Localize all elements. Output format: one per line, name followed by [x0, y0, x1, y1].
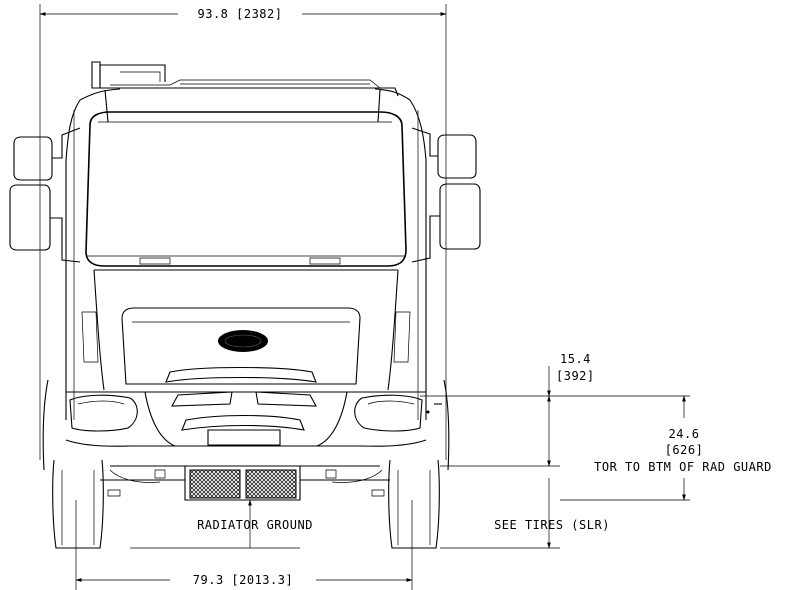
radiator-guard [184, 466, 301, 501]
track-width-label: 79.3 [2013.3] [193, 573, 293, 587]
windshield [85, 111, 407, 267]
rad-guard-mm: [626] [665, 443, 704, 457]
truck-outline [9, 61, 481, 549]
brand-emblem [218, 330, 268, 352]
rad-guard-label: TOR TO BTM OF RAD GUARD [594, 460, 772, 474]
grille-surround [121, 307, 361, 385]
see-tires-label: SEE TIRES (SLR) [494, 518, 610, 532]
mirror-right-lower [439, 183, 481, 250]
license-plate-frame [207, 429, 281, 446]
track-width-dimension: 79.3 [2013.3] [75, 500, 413, 590]
bumper-clearance-mm: [392] [556, 369, 595, 383]
rad-guard-in: 24.6 [669, 427, 700, 441]
headlamp-right [354, 394, 423, 432]
headlamp-left [69, 394, 138, 432]
mirror-right-upper [437, 134, 477, 179]
tire-left [52, 459, 104, 549]
mirror-left-upper [13, 136, 53, 181]
see-tires-note: SEE TIRES (SLR) [494, 518, 610, 532]
roof-light-housing [99, 64, 166, 85]
tire-right [388, 459, 440, 549]
radiator-ground-label: RADIATOR GROUND [197, 518, 313, 532]
rad-guard-dimension: 24.6 [626] TOR TO BTM OF RAD GUARD [560, 395, 772, 501]
radiator-ground-dimension: RADIATOR GROUND [130, 499, 313, 549]
bumper-clearance-dimension: 15.4 [392] [420, 352, 595, 549]
overall-width-label: 93.8 [2382] [198, 7, 283, 21]
mirror-left-lower [9, 184, 51, 251]
bumper-clearance-in: 15.4 [560, 352, 591, 366]
overall-width-dimension: 93.8 [2382] [39, 4, 447, 130]
